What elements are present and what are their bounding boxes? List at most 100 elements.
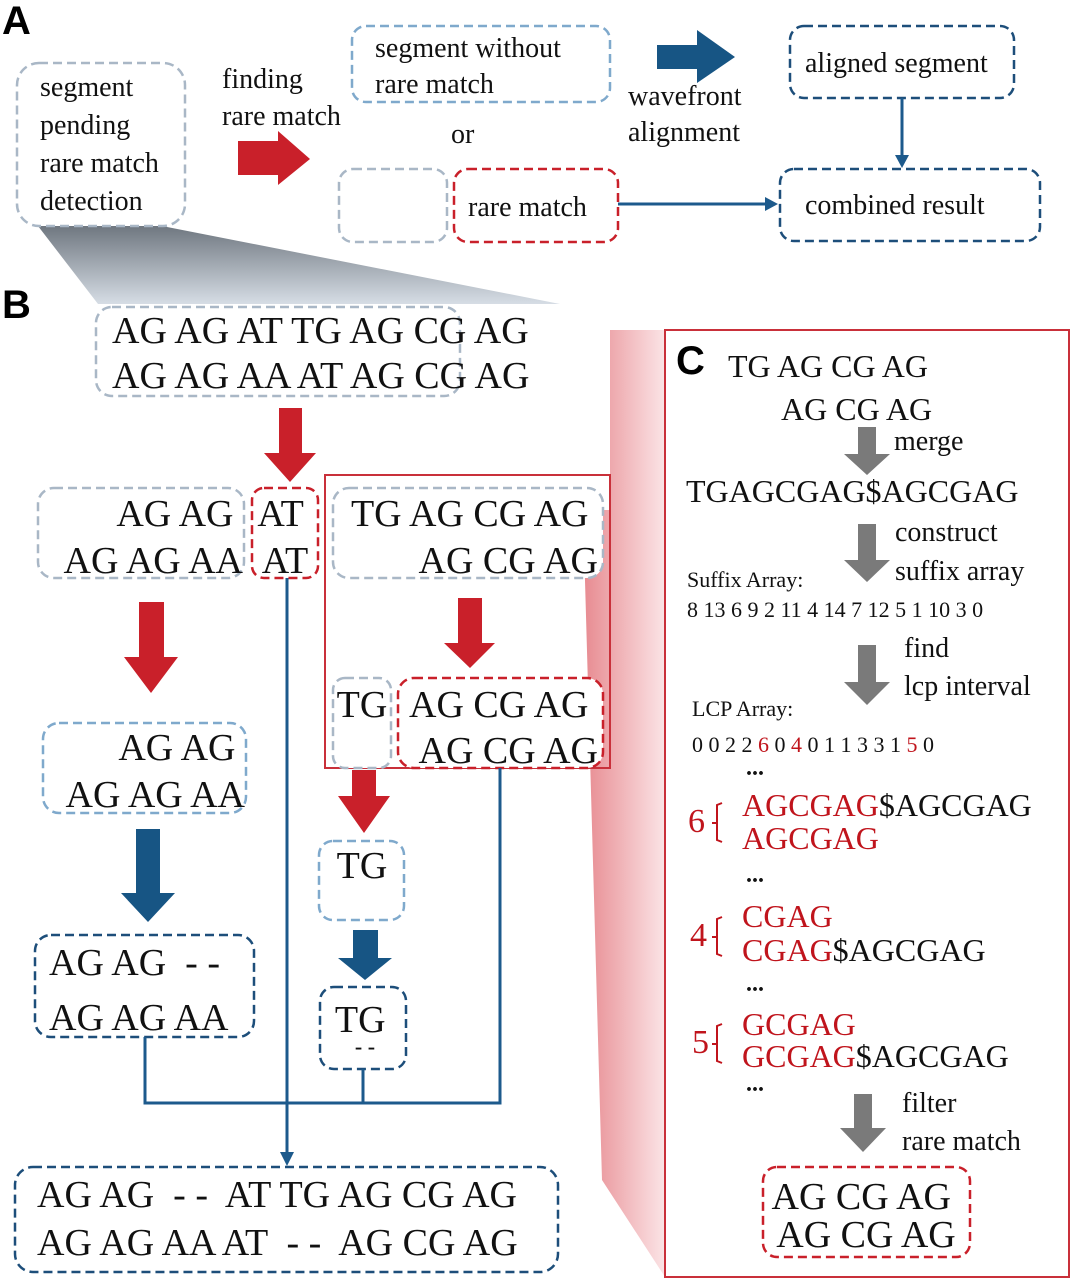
lcp-array-label: LCP Array: bbox=[692, 696, 793, 721]
or-label: or bbox=[451, 119, 475, 150]
gray-arrow-down-icon bbox=[844, 645, 890, 705]
arrowhead-down-icon bbox=[280, 1152, 294, 1166]
pending-segment-box bbox=[15, 61, 187, 228]
left-segment-box bbox=[36, 486, 246, 580]
panel-c: C TG AG CG AG AG CG AG merge TGAGCGAG$AG… bbox=[664, 329, 1070, 1278]
lcp-value: 3 bbox=[868, 732, 885, 757]
rare-match-box bbox=[452, 167, 620, 244]
lcp-value: 0 bbox=[703, 732, 720, 757]
pending-segment-label: segment pending rare match detection bbox=[40, 72, 166, 217]
lcp-value: 2 bbox=[720, 732, 737, 757]
ellipsis: ... bbox=[746, 971, 764, 997]
brace-icon bbox=[712, 1023, 723, 1064]
tg-aligned-text: TG - - bbox=[335, 999, 395, 1059]
red-arrow-right-icon bbox=[238, 131, 310, 185]
interval-row: GCGAG bbox=[742, 1006, 856, 1042]
arrowhead-right-icon bbox=[765, 197, 778, 211]
lcp-value: 0 bbox=[918, 732, 935, 757]
interval-row: CGAG$AGCGAG bbox=[742, 932, 986, 968]
tg-no-match-box bbox=[317, 839, 406, 922]
navy-arrow-down-icon bbox=[338, 930, 392, 980]
panel-b: AG AG AT TG AG CG AG AG AG AA AT AG CG A… bbox=[0, 0, 611, 1274]
lcp-interval-4: 4 CGAG CGAG$AGCGAG bbox=[690, 898, 986, 968]
agcgag-rare-match-text: AG CG AG AG CG AG bbox=[409, 684, 598, 772]
input-sequence: AG AG AT TG AG CG AG AG AG AA AT AG CG A… bbox=[112, 310, 538, 397]
zoom-wedge-gray bbox=[38, 226, 560, 304]
red-arrow-down-icon bbox=[444, 598, 495, 668]
at-rare-match-box bbox=[250, 486, 320, 580]
segment-without-rare-match-box bbox=[350, 24, 612, 104]
interval-row: AGCGAG$AGCGAG bbox=[742, 787, 1032, 823]
panel-label-a: A bbox=[2, 0, 31, 43]
combined-result-label: combined result bbox=[805, 190, 985, 221]
panel-a: segment pending rare match detection fin… bbox=[15, 24, 1042, 304]
left-no-match-text: AG AG AG AG AA bbox=[66, 727, 246, 816]
lcp-array-values: 0 0 2 2 6 0 4 0 1 1 3 3 1 5 0 bbox=[692, 732, 934, 757]
interval-row: CGAG bbox=[742, 898, 833, 934]
find-lcp-interval-label: find lcp interval bbox=[904, 633, 1031, 702]
lcp-value: 3 bbox=[852, 732, 869, 757]
left-aligned-text: AG AG - - AG AG AA bbox=[0, 0, 286, 1039]
tg-segment-box bbox=[331, 676, 393, 770]
navy-arrow-down-icon bbox=[121, 829, 175, 922]
left-no-match-box bbox=[41, 721, 248, 815]
lcp-interval-value: 5 bbox=[692, 1024, 709, 1061]
lcp-value: 0 bbox=[692, 732, 703, 757]
lcp-interval-6: 6 AGCGAG$AGCGAG AGCGAG bbox=[688, 787, 1032, 856]
brace-icon bbox=[712, 916, 723, 957]
left-segment-text: AG AG AG AG AA bbox=[64, 493, 244, 582]
gray-arrow-down-icon bbox=[844, 524, 890, 582]
suffix-array-label: Suffix Array: bbox=[687, 567, 803, 592]
input-segment-box bbox=[94, 305, 462, 398]
panel-label-c: C bbox=[676, 339, 705, 383]
lcp-value: 4 bbox=[786, 732, 803, 757]
construct-suffix-array-label: construct suffix array bbox=[895, 517, 1024, 587]
ellipsis: ... bbox=[746, 862, 764, 888]
sequence-1: TG AG CG AG bbox=[728, 348, 928, 384]
lcp-value: 0 bbox=[769, 732, 786, 757]
segment-without-rare-match-label: segment without rare match bbox=[375, 33, 568, 100]
tg-segment-text: TG bbox=[337, 684, 388, 726]
zoom-wedge-pink bbox=[583, 330, 665, 1277]
lcp-value: 1 bbox=[819, 732, 836, 757]
red-arrow-down-icon bbox=[264, 408, 316, 482]
rare-match-label: rare match bbox=[468, 192, 587, 223]
lcp-value: 0 bbox=[802, 732, 819, 757]
filter-rare-match-label: filter rare match bbox=[902, 1088, 1021, 1157]
brace-icon bbox=[712, 802, 723, 843]
panel-label-b: B bbox=[2, 283, 31, 327]
interval-row: AGCGAG bbox=[742, 820, 879, 856]
merge-label: merge bbox=[894, 426, 963, 457]
red-arrow-down-icon bbox=[124, 602, 178, 693]
lcp-interval-5: 5 GCGAG GCGAG$AGCGAG bbox=[692, 1006, 1009, 1074]
finding-rare-match-label: finding rare match bbox=[222, 64, 341, 132]
final-result-box bbox=[13, 1165, 560, 1274]
ellipsis: ... bbox=[746, 1071, 764, 1097]
lcp-interval-value: 6 bbox=[688, 803, 705, 840]
merged-sequence: TGAGCGAG$AGCGAG bbox=[686, 473, 1018, 509]
lcp-value: 1 bbox=[835, 732, 852, 757]
lcp-value: 1 bbox=[885, 732, 902, 757]
tg-no-match-text: TG bbox=[337, 845, 388, 887]
right-segment-text: TG AG CG AG AG CG AG bbox=[351, 493, 598, 582]
filtered-rare-match-box bbox=[761, 1165, 972, 1259]
lcp-value: 6 bbox=[753, 732, 770, 757]
lcp-value: 5 bbox=[901, 732, 918, 757]
right-segment-box bbox=[331, 486, 605, 580]
filtered-rare-match-text: AG CG AG AG CG AG bbox=[772, 1176, 961, 1256]
interval-row: GCGAG$AGCGAG bbox=[742, 1038, 1009, 1074]
sequence-2: AG CG AG bbox=[781, 391, 932, 427]
gray-arrow-down-icon bbox=[840, 1094, 886, 1152]
gray-arrow-down-icon bbox=[844, 427, 890, 475]
final-result-text: AG AG - - AT TG AG CG AG AG AG AA AT - -… bbox=[37, 1174, 518, 1264]
wavefront-alignment-label: wavefront alignment bbox=[628, 81, 749, 148]
lcp-value: 2 bbox=[736, 732, 753, 757]
connector-merge-right bbox=[143, 768, 502, 1105]
empty-segment-box bbox=[337, 167, 449, 244]
lcp-interval-value: 4 bbox=[690, 917, 707, 954]
at-rare-match-text: AT AT bbox=[257, 493, 312, 582]
aligned-segment-label: aligned segment bbox=[805, 48, 988, 79]
suffix-array-values: 8 13 6 9 2 11 4 14 7 12 5 1 10 3 0 bbox=[687, 597, 983, 622]
arrowhead-down-icon bbox=[895, 155, 909, 168]
